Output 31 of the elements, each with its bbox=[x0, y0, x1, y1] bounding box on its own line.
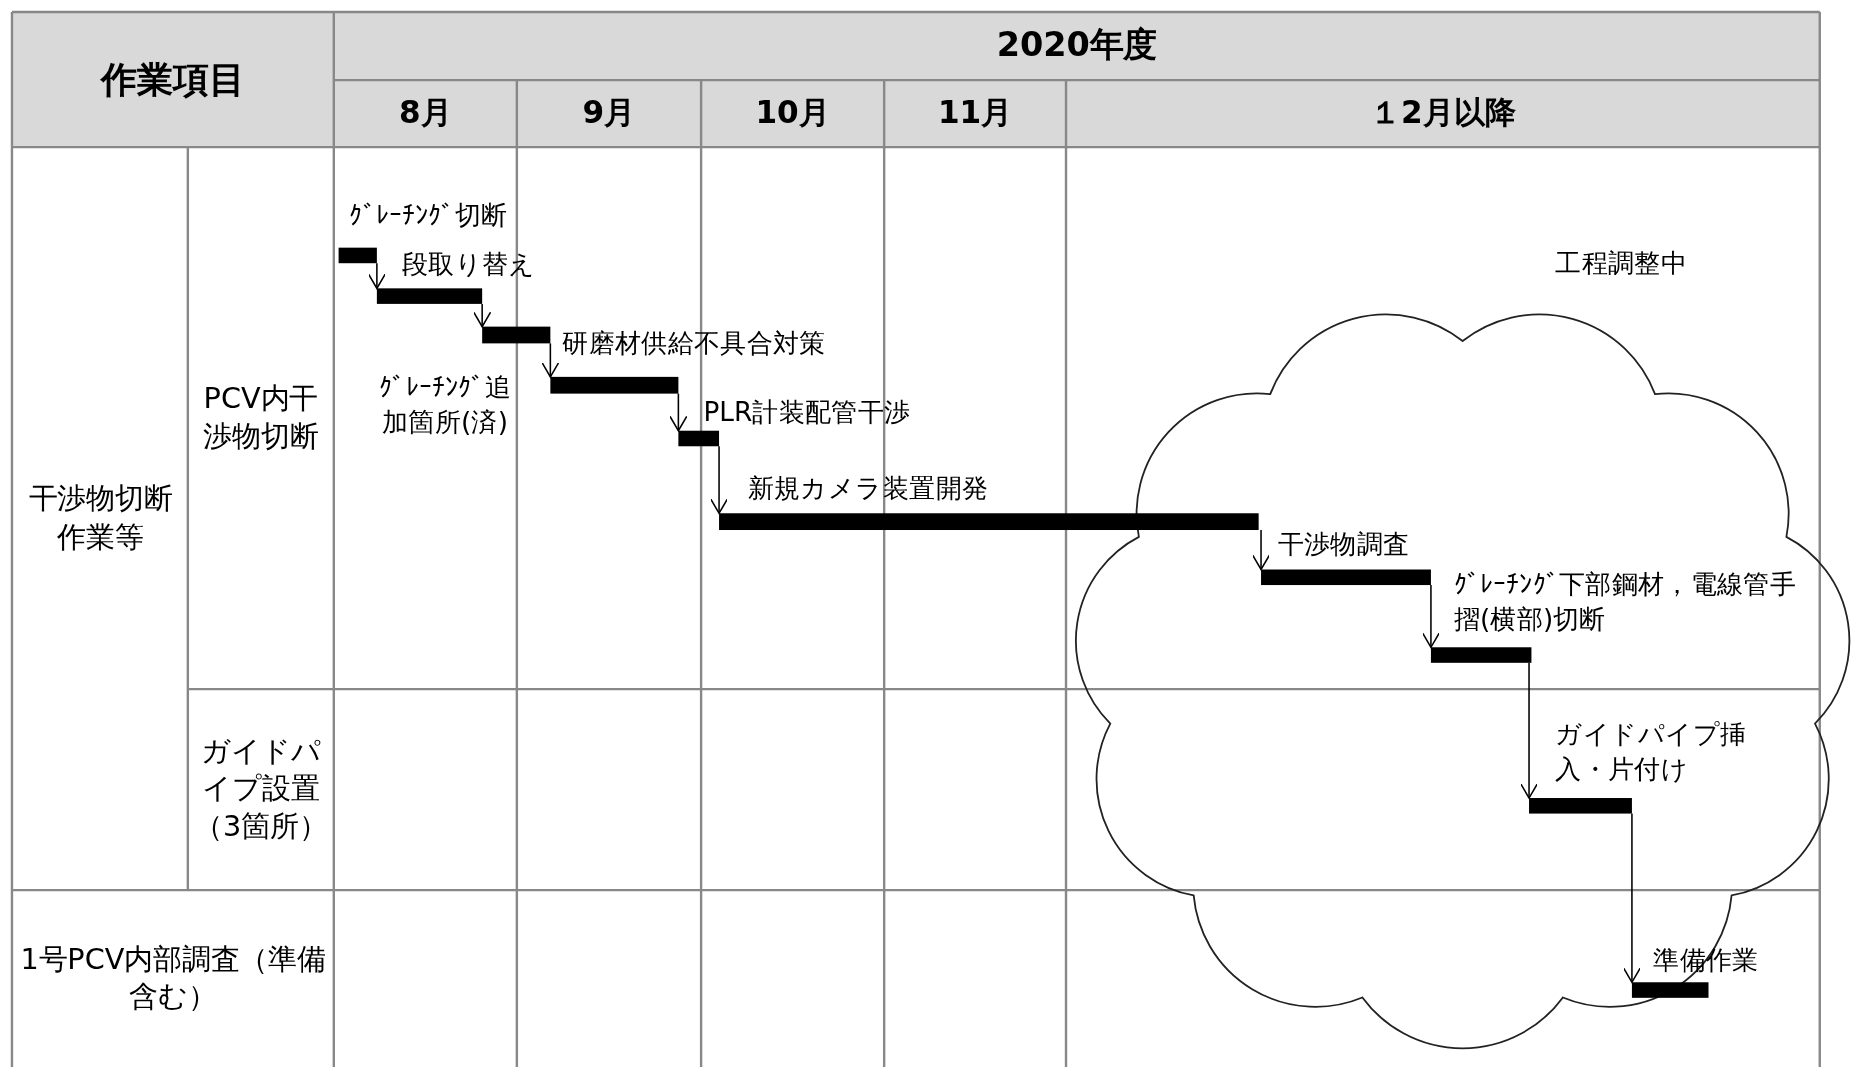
arrow bbox=[1519, 662, 1539, 799]
task-label: 段取り替え bbox=[402, 247, 537, 281]
month-header: 11月 bbox=[937, 93, 1013, 133]
arrow bbox=[1421, 584, 1441, 649]
task-label: ｸﾞﾚｰﾁﾝｸﾞ切断 bbox=[349, 198, 509, 232]
note-text: ｸﾞﾚｰﾁﾝｸﾞ追加箇所(済) bbox=[378, 371, 512, 439]
row-header: PCV内干渉物切断 bbox=[202, 381, 320, 455]
cloud-label: 工程調整中 bbox=[1555, 246, 1688, 280]
arrow bbox=[669, 392, 688, 432]
year-header: 2020年度 bbox=[996, 24, 1157, 67]
row-header: 干渉物切断作業等 bbox=[27, 481, 174, 556]
task-label: ｸﾞﾚｰﾁﾝｸﾞ下部鋼材，電線管手摺(横部)切断 bbox=[1453, 568, 1797, 636]
month-header: 9月 bbox=[582, 93, 636, 133]
arrow bbox=[709, 445, 729, 515]
arrow bbox=[1622, 812, 1642, 984]
row-header: 1号PCV内部調査（準備含む） bbox=[19, 941, 327, 1016]
month-header: 10月 bbox=[755, 93, 830, 133]
arrow bbox=[367, 262, 387, 290]
task-label: 準備作業 bbox=[1653, 944, 1760, 978]
row-header: ガイドパイプ設置（3箇所） bbox=[193, 733, 329, 845]
month-header: 8月 bbox=[398, 93, 452, 133]
month-header: １2月以降 bbox=[1369, 93, 1516, 133]
task-label: PLR計装配管干渉 bbox=[703, 396, 912, 430]
arrow bbox=[1251, 529, 1271, 571]
task-label: 研磨材供給不具合対策 bbox=[562, 326, 827, 360]
arrow bbox=[473, 303, 492, 328]
task-label: 干渉物調査 bbox=[1277, 527, 1411, 561]
column-header: 作業項目 bbox=[101, 57, 245, 103]
task-label: ガイドパイプ挿入・片付け bbox=[1555, 718, 1748, 786]
arrow bbox=[541, 342, 560, 378]
task-label: 新規カメラ装置開発 bbox=[747, 471, 990, 505]
